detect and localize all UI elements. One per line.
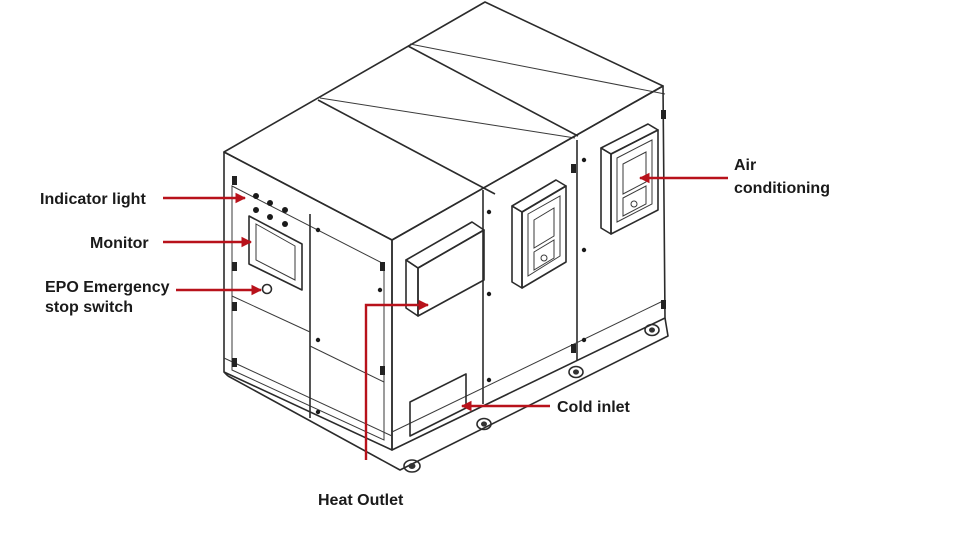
cold-inlet-grille (409, 373, 467, 437)
label-monitor: Monitor (90, 235, 149, 252)
container-feet (403, 323, 660, 473)
label-indicator-light: Indicator light (40, 191, 146, 208)
air-conditioner-unit-1 (511, 179, 567, 289)
label-heat-outlet: Heat Outlet (318, 492, 404, 509)
container-unit (223, 1, 669, 473)
label-epo-line2: stop switch (45, 299, 133, 316)
label-epo-line1: EPO Emergency (45, 279, 170, 296)
heat-outlet-vent (405, 221, 485, 317)
monitor-screen (248, 215, 303, 291)
label-air-line1: Air (734, 157, 756, 174)
label-air-line2: conditioning (734, 180, 830, 197)
container-roof (223, 1, 664, 241)
epo-switch (261, 283, 273, 295)
label-cold-inlet: Cold inlet (557, 399, 631, 416)
arrow-heat-outlet (364, 299, 430, 460)
indicator-lights (253, 193, 288, 227)
